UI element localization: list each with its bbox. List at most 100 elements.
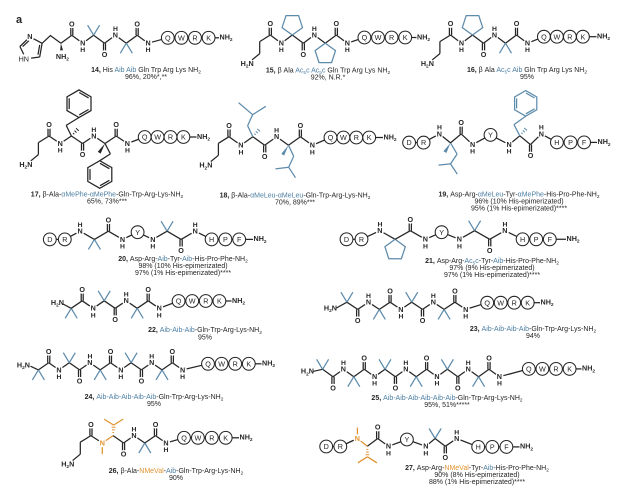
svg-text:Q: Q [328,133,334,142]
svg-text:H: H [454,429,459,436]
svg-text:O: O [106,215,112,224]
svg-text:N: N [27,32,32,41]
svg-text:O: O [408,215,414,224]
svg-text:F: F [548,235,553,244]
svg-text:H: H [193,222,198,229]
svg-text:N: N [355,434,360,443]
svg-text:H: H [312,26,317,33]
svg-text:O: O [514,19,520,28]
svg-text:O: O [455,383,461,392]
svg-text:W: W [189,297,196,306]
svg-text:D: D [47,235,52,244]
svg-text:H: H [78,222,83,229]
svg-text:a: a [16,14,23,26]
svg-text:K: K [567,365,572,374]
svg-text:O: O [330,383,336,392]
svg-text:H: H [366,293,371,300]
svg-text:O: O [301,50,307,59]
svg-text:O: O [79,285,85,294]
svg-text:K: K [367,133,372,142]
svg-text:P: P [568,138,573,147]
svg-text:94%: 94% [526,333,540,340]
svg-text:R: R [338,442,343,451]
svg-text:H: H [497,381,502,388]
svg-text:Q: Q [181,433,187,442]
svg-text:H: H [87,354,92,361]
svg-text:H: H [470,149,475,156]
svg-text:R: R [168,133,173,142]
svg-text:W: W [154,133,161,142]
svg-text:65%, 73%***: 65%, 73%*** [87,199,127,206]
svg-text:O: O [226,121,232,130]
svg-text:H: H [372,381,377,388]
svg-text:H: H [341,360,346,367]
svg-text:88% (1% His-epimerizated)****: 88% (1% His-epimerizated)**** [429,479,525,486]
svg-text:W: W [375,33,382,42]
svg-text:H: H [274,128,279,135]
svg-text:H: H [146,47,151,54]
svg-text:H: H [132,426,137,433]
svg-text:H: H [150,243,155,250]
svg-text:95%: 95% [147,401,161,408]
svg-text:O: O [387,286,393,295]
svg-text:H: H [377,222,382,229]
svg-text:92%, N.R.*: 92%, N.R.* [311,75,346,82]
svg-text:R: R [421,138,426,147]
svg-text:O: O [443,453,449,462]
svg-text:O: O [375,423,381,432]
svg-text:Y: Y [135,228,140,237]
svg-text:O: O [298,121,304,130]
svg-text:H: H [507,149,512,156]
svg-text:Q: Q [205,359,211,368]
svg-text:D: D [344,235,349,244]
svg-text:H: H [91,127,96,134]
svg-text:97% (9% His-epimerizated): 97% (9% His-epimerizated) [449,265,534,272]
svg-text:H: H [437,125,442,132]
svg-text:H: H [209,235,214,244]
svg-text:O: O [80,150,86,159]
svg-text:H: H [457,243,462,250]
svg-text:R: R [233,359,238,368]
svg-text:K: K [581,32,586,41]
svg-text:70%, 89%***: 70%, 89%*** [275,200,315,207]
svg-text:R: R [553,365,558,374]
svg-text:Q: Q [176,297,182,306]
svg-text:H: H [539,125,544,132]
svg-text:H: H [466,360,471,367]
svg-text:H: H [310,149,315,156]
svg-text:H: H [476,443,481,452]
svg-text:O: O [420,316,426,325]
svg-text:K: K [217,297,222,306]
svg-text:Y: Y [439,228,444,237]
svg-text:H: H [502,222,507,229]
svg-text:R: R [389,33,394,42]
svg-text:W: W [539,365,546,374]
svg-text:Q: Q [142,133,148,142]
svg-text:Q: Q [541,32,547,41]
svg-text:Q: Q [165,33,171,42]
svg-text:H: H [120,243,125,250]
svg-text:90%: 90% [169,475,183,482]
svg-text:W: W [340,133,347,142]
svg-text:H: H [80,47,85,54]
svg-text:H: H [403,360,408,367]
svg-text:O: O [262,152,268,161]
svg-text:H: H [125,148,130,155]
svg-text:H: H [180,374,185,381]
svg-text:H: H [57,374,62,381]
svg-text:H: H [149,354,154,361]
svg-text:96%, 20%*,**: 96%, 20%*,** [125,74,167,81]
svg-text:O: O [153,420,159,429]
svg-text:H: H [423,243,428,250]
svg-text:F: F [504,443,509,452]
svg-text:F: F [582,138,587,147]
svg-text:H: H [58,148,63,155]
svg-text:H: H [525,47,530,54]
svg-text:O: O [334,19,340,28]
svg-text:O: O [528,151,534,160]
svg-text:R: R [209,433,214,442]
svg-text:R: R [512,298,517,307]
svg-text:HN: HN [19,54,29,63]
svg-text:W: W [554,32,561,41]
svg-text:96% (10% His-epimerizated): 96% (10% His-epimerizated) [474,199,563,206]
